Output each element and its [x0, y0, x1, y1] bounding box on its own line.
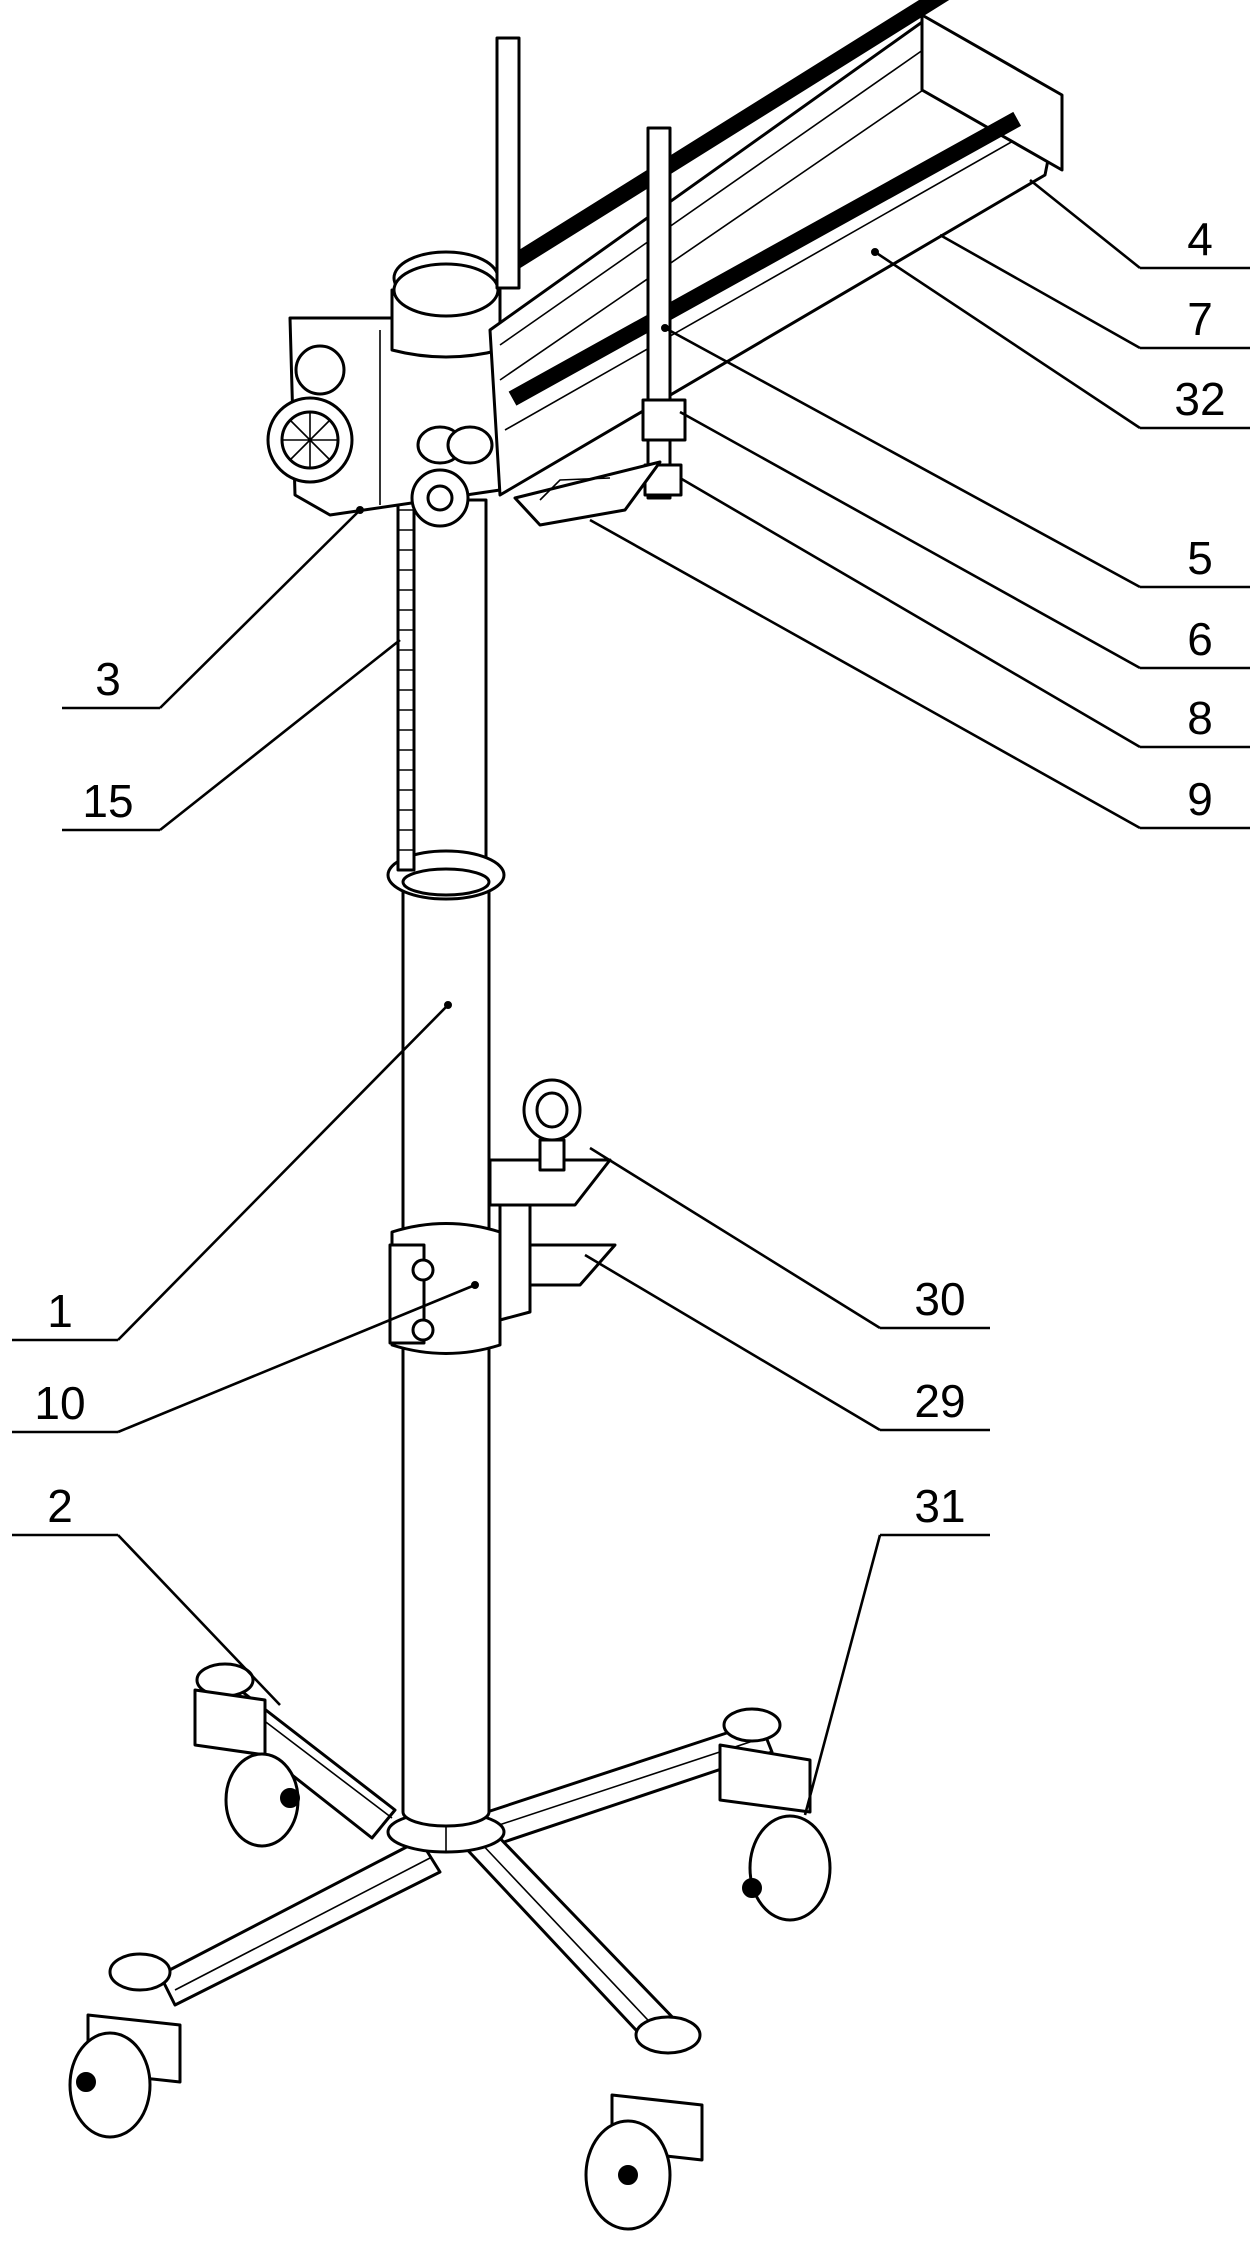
- column: [386, 298, 506, 1828]
- horizontal-arm: [488, 0, 1064, 527]
- vertical-post-right: [646, 126, 672, 500]
- slide-carriage: [641, 398, 687, 442]
- upper-tube: [406, 498, 488, 872]
- label-part-9: 9: [1187, 773, 1213, 825]
- label-part-31: 31: [914, 1480, 965, 1532]
- label-part-30: 30: [914, 1273, 965, 1325]
- label-part-5: 5: [1187, 532, 1213, 584]
- label-part-6: 6: [1187, 613, 1213, 665]
- head-assembly: [266, 250, 502, 528]
- label-part-3: 3: [95, 653, 121, 705]
- base-leg-front-left: [158, 1838, 442, 2007]
- track-end-plate: [920, 13, 1064, 172]
- leader-lines: [12, 178, 1250, 1816]
- label-part-7: 7: [1187, 293, 1213, 345]
- vertical-post-left: [495, 36, 521, 290]
- label-part-2: 2: [47, 1480, 73, 1532]
- bracket-plate-upper: [488, 1158, 612, 1207]
- tray-support: [513, 460, 662, 527]
- label-part-10: 10: [34, 1377, 85, 1429]
- label-part-15: 15: [82, 775, 133, 827]
- label-part-1: 1: [47, 1285, 73, 1337]
- label-part-32: 32: [1174, 373, 1225, 425]
- part-labels: 4 7 32 5 6 8 9 3 15 1 10 30 29 2 31: [34, 213, 1225, 1532]
- lower-drive-rod: [508, 111, 1022, 406]
- label-part-29: 29: [914, 1375, 965, 1427]
- label-part-4: 4: [1187, 213, 1213, 265]
- label-part-8: 8: [1187, 692, 1213, 744]
- caster-wheels: [68, 1662, 832, 2231]
- column-clamp: [388, 1078, 617, 1355]
